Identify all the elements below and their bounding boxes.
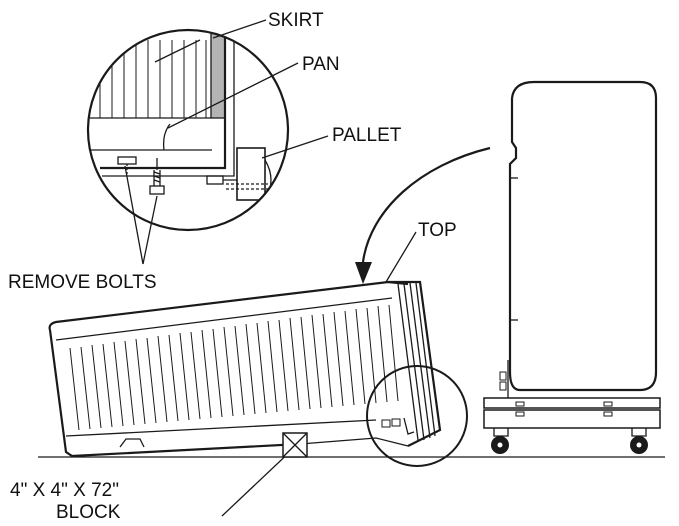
label-skirt: SKIRT: [268, 10, 324, 31]
pallet-block-detail: [236, 147, 266, 201]
label-top: TOP: [418, 220, 457, 241]
upright-unit: [499, 80, 658, 398]
tilted-unit-fins: [69, 304, 399, 431]
tip-arrow-head: [355, 262, 372, 284]
label-remove-bolts: REMOVE BOLTS: [8, 272, 157, 293]
skirt-fins-detail: [99, 40, 207, 118]
detail-location-circle: [366, 365, 468, 467]
leader-pallet: [261, 135, 329, 159]
bolt-head-left: [117, 156, 137, 165]
detail-circle: [86, 28, 290, 232]
tip-direction-arrow: [361, 146, 491, 263]
bracket-detail: [100, 30, 227, 170]
leader-pan: [167, 62, 299, 129]
leader-top: [385, 231, 417, 283]
support-block: [282, 432, 308, 458]
skirt-panel-detail: [210, 30, 226, 119]
pallet-with-casters: [483, 397, 661, 454]
leader-block: [221, 446, 296, 517]
label-block-line2: BLOCK: [56, 502, 121, 523]
leader-remove-bolts-a: [124, 165, 144, 265]
detail-magnifier: [86, 28, 290, 232]
label-block-line1: 4" X 4" X 72": [10, 480, 119, 501]
label-pan: PAN: [302, 54, 340, 75]
leader-remove-bolts-b: [142, 195, 158, 265]
leader-skirt: [212, 19, 267, 39]
removed-bolt: [149, 158, 165, 195]
tilted-unit: [48, 280, 442, 458]
label-pallet: PALLET: [332, 125, 402, 146]
